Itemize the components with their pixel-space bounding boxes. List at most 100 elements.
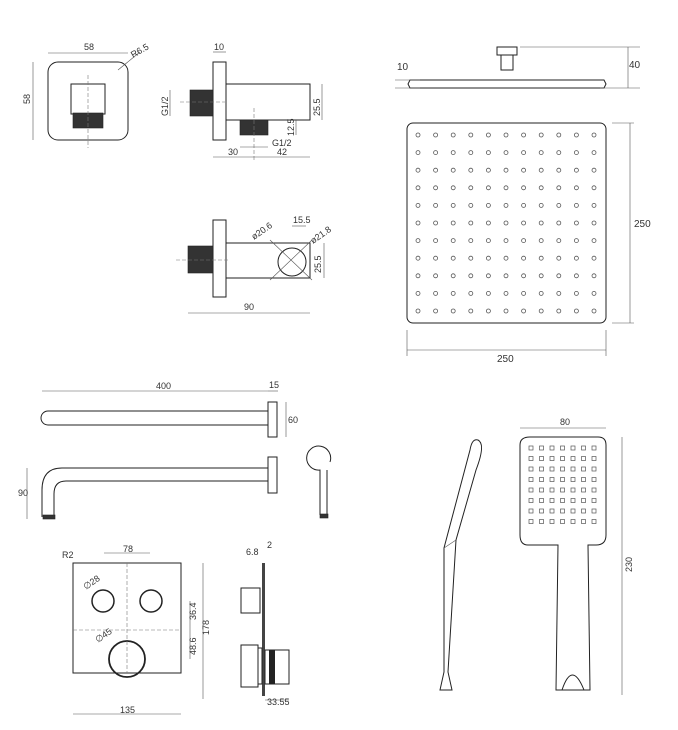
nozzle [591,255,597,261]
nozzle [450,220,456,226]
nozzle [538,220,544,226]
nozzle [415,220,421,226]
nozzle [539,487,544,493]
nozzle [538,132,544,138]
nozzle [521,202,526,208]
nozzle [560,519,565,524]
nozzle [468,202,474,208]
nozzle [556,167,562,173]
nozzle [556,185,562,191]
nozzle [503,167,509,173]
nozzle [591,445,597,451]
nozzle [503,220,509,226]
nozzle [570,477,576,482]
nozzle [415,238,421,244]
nozzle [503,150,509,156]
nozzle [591,487,597,493]
nozzle [556,238,562,244]
nozzle [503,238,509,244]
nozzle [556,290,562,296]
nozzle [521,185,526,191]
nozzle [433,273,439,279]
dim-arm-flange-dia: 60 [288,415,298,425]
nozzle [581,456,586,461]
dim-corner-radius: R2 [62,550,74,560]
nozzle [528,487,534,493]
nozzle [433,220,439,226]
nozzle [591,150,597,156]
dim-dia-b: ø21.8 [308,224,333,245]
dim-head-thickness: 10 [397,62,409,73]
nozzle [503,202,509,208]
nozzle [528,456,534,461]
dim-flange: 10 [214,42,224,52]
dim-head-width: 250 [497,354,514,365]
nozzle [591,308,597,314]
nozzle [539,466,544,472]
nozzle [539,456,544,461]
nozzle [581,487,586,493]
nozzle [468,150,474,156]
nozzle [556,220,562,226]
nozzle [468,220,474,226]
dim-holder-length: 90 [244,302,254,312]
dim-hand-width: 80 [560,417,570,427]
dim-len-b: 42 [277,147,287,157]
nozzle [591,466,597,472]
nozzle [450,238,456,244]
nozzle [591,185,597,191]
nozzle [591,456,597,461]
nozzle [539,477,544,482]
nozzle [503,185,509,191]
dim-depth-b: 2 [267,540,272,550]
dim-arm-drop: 90 [18,488,28,498]
nozzle [570,519,576,524]
shower-head: 10 40 250 250 [395,46,651,365]
nozzle-grid [415,132,597,314]
holder-side-view: ø20.6 15.5 ø21.8 25.5 90 [176,215,333,314]
wall-outlet-front-view: 58 58 R6.5 [22,42,150,148]
dim-outlet-offset: 12.5 [286,118,296,136]
nozzle [591,202,597,208]
nozzle [549,487,555,493]
nozzle [528,445,534,451]
nozzle [581,498,586,503]
dim-hand-length: 230 [624,557,634,572]
nozzle [591,498,597,503]
nozzle [433,132,439,138]
nozzle [450,255,456,261]
nozzle [581,508,586,514]
shower-arm: 400 15 60 90 [18,380,332,520]
nozzle [433,185,439,191]
dim-knob-spacing: 78 [123,544,133,554]
hand-nozzle-grid [528,445,597,524]
nozzle [450,202,456,208]
nozzle [468,255,474,261]
nozzle [591,167,597,173]
nozzle [415,202,421,208]
nozzle [433,150,439,156]
nozzle [549,519,555,524]
nozzle [539,445,544,451]
nozzle [549,466,555,472]
dim-dia-a: ø20.6 [249,220,274,241]
nozzle [468,290,474,296]
nozzle [538,238,544,244]
nozzle [549,508,555,514]
nozzle [415,185,421,191]
nozzle [485,220,491,226]
dim-gap: 15.5 [293,215,311,225]
nozzle [581,466,586,472]
nozzle [415,132,421,138]
dim-thread-in: G1/2 [160,96,170,116]
nozzle [450,132,456,138]
nozzle [591,519,597,524]
dim-len-a: 30 [228,147,238,157]
dim-depth-c: 33.55 [267,697,290,707]
nozzle [433,255,439,261]
nozzle [528,508,534,514]
nozzle [521,167,526,173]
dim-arm-flange: 15 [269,380,279,390]
nozzle [538,202,544,208]
nozzle [570,466,576,472]
